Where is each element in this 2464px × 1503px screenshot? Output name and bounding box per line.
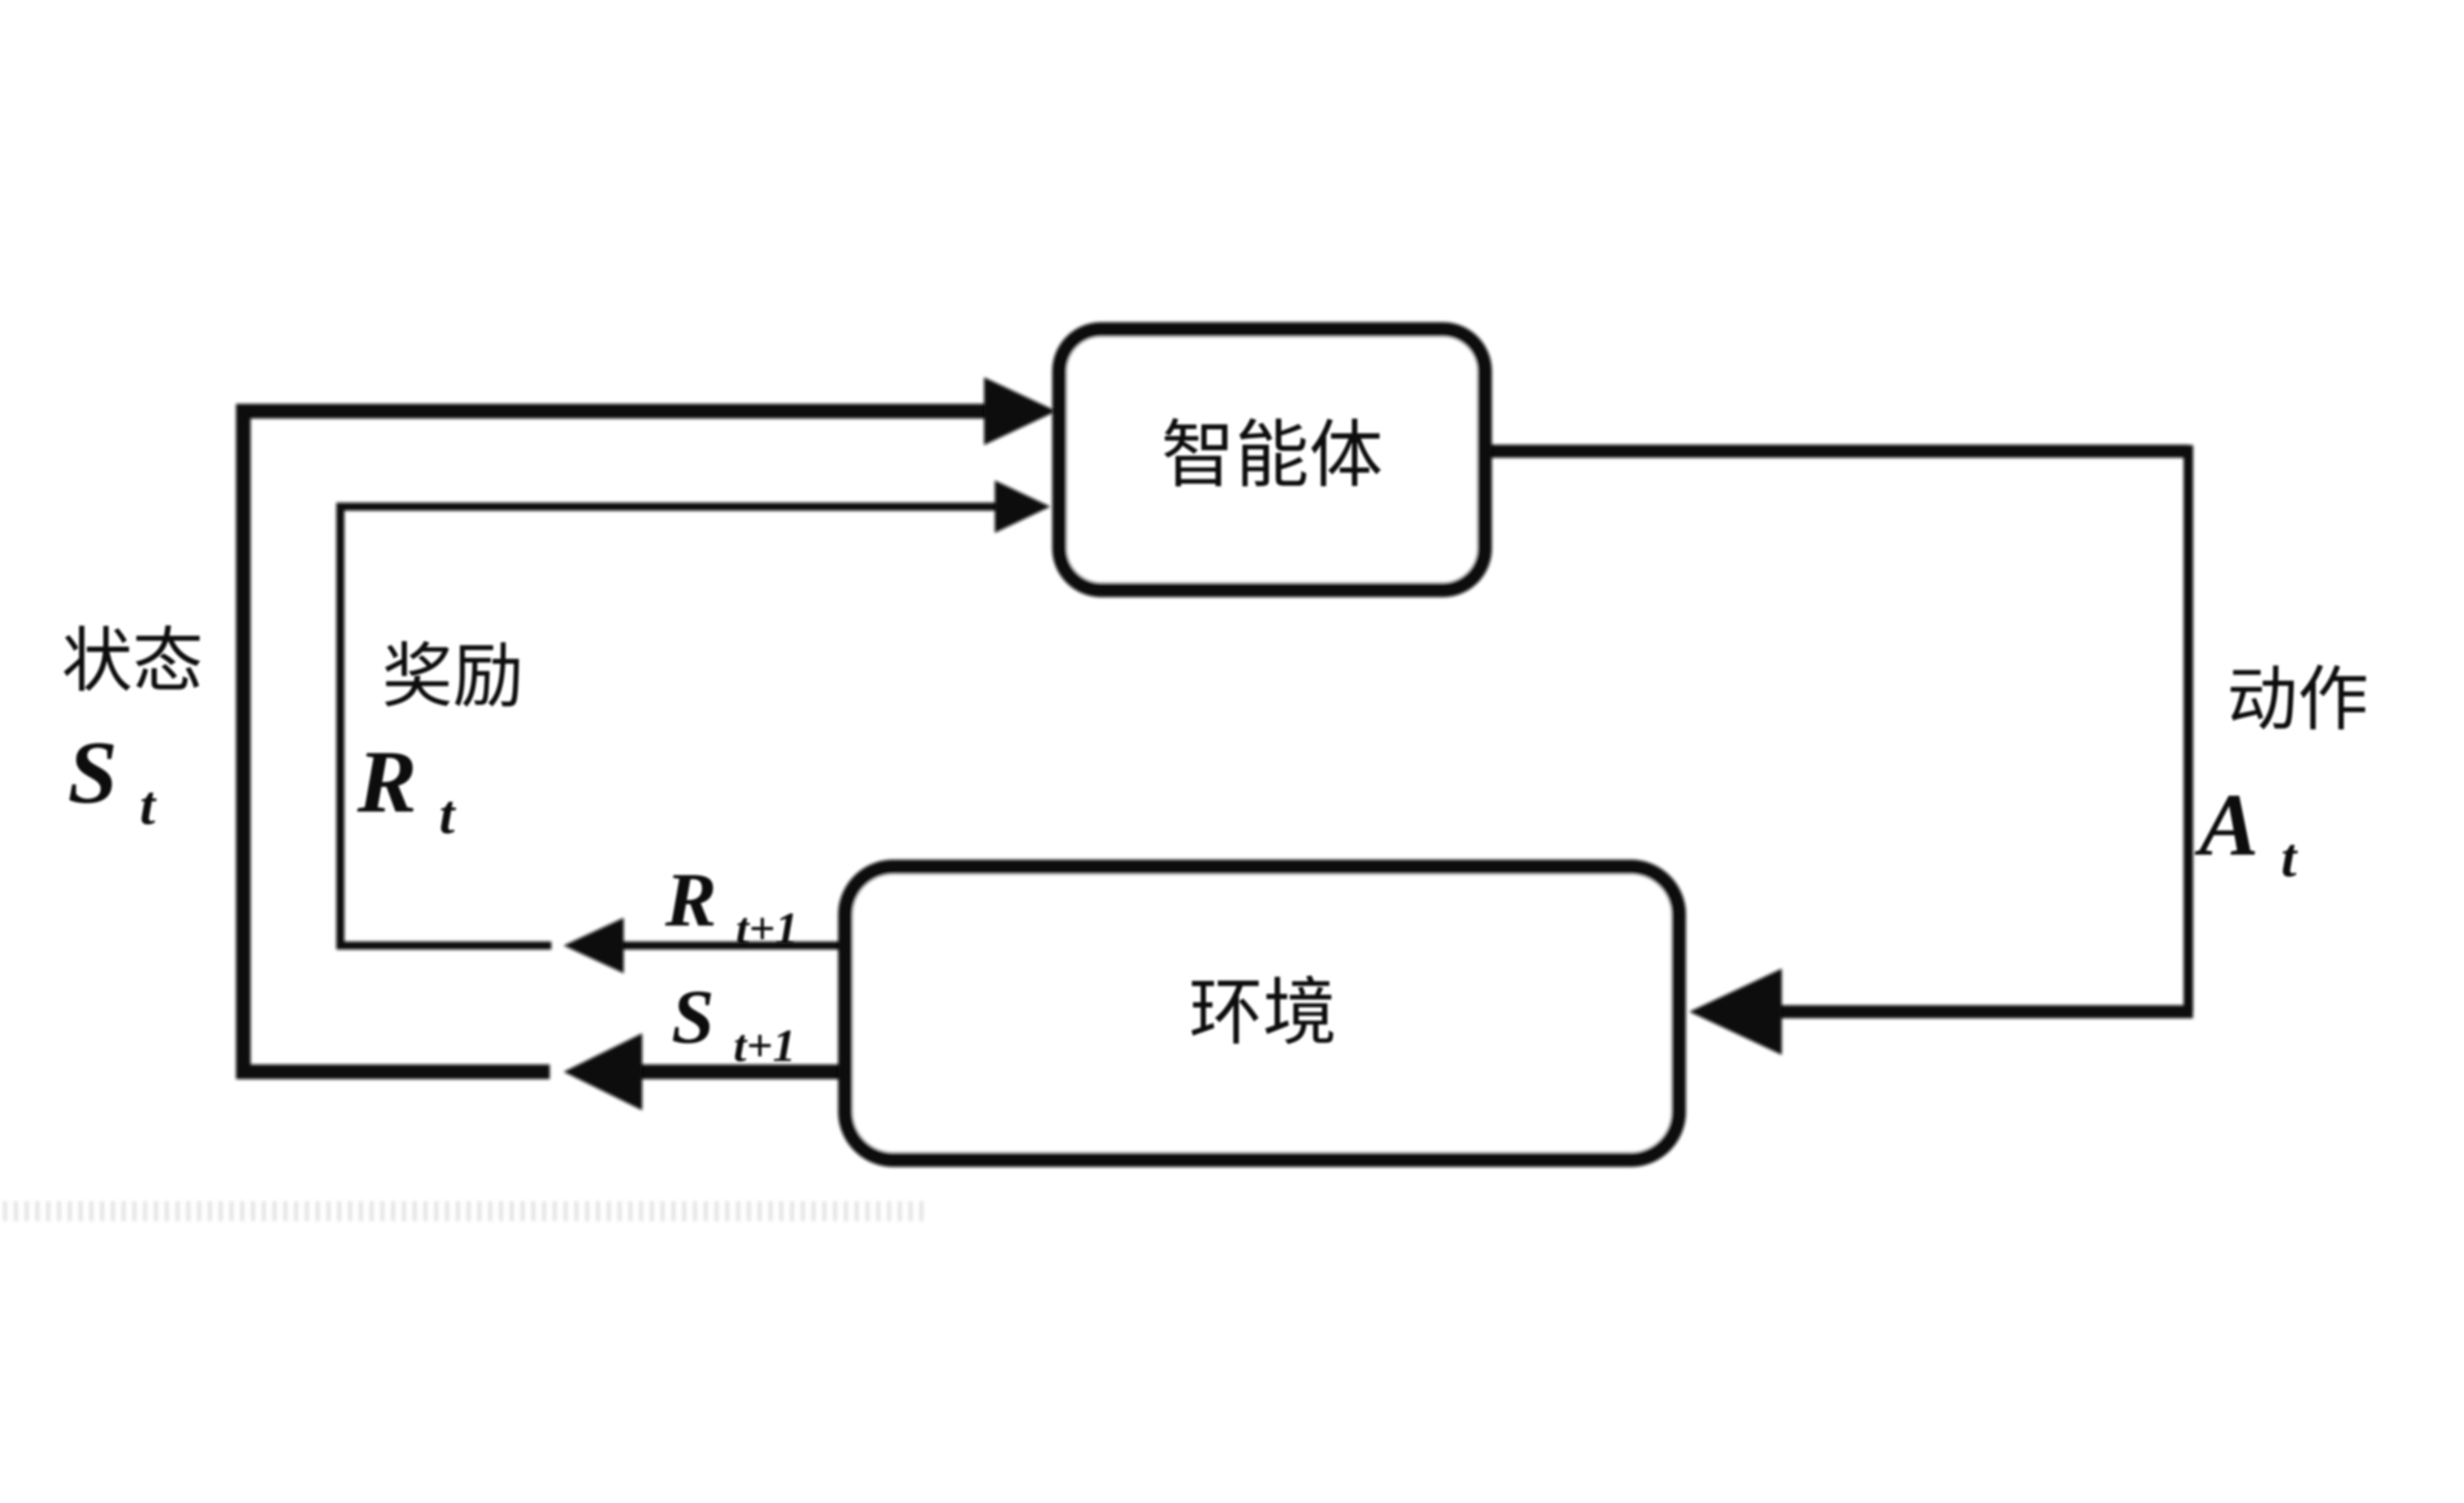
next-state-subscript: t+1 — [733, 1020, 795, 1071]
state-word: 状态 — [62, 623, 204, 701]
agent-box — [1052, 322, 1492, 597]
cropped-caption-remnant — [0, 1201, 924, 1222]
caption-remnant-strip — [0, 1201, 924, 1222]
reward-symbol-letter: R — [357, 732, 417, 831]
action-word: 动作 — [2227, 661, 2369, 740]
environment-box — [838, 859, 1686, 1167]
state-symbol-subscript: t — [140, 775, 157, 836]
next-reward-subscript: t+1 — [736, 903, 798, 955]
next-reward-symbol: R t+1 — [665, 857, 798, 955]
action-symbol-letter: A — [2194, 775, 2259, 874]
state-symbol-letter: S — [68, 723, 118, 822]
next-reward-letter: R — [665, 857, 717, 942]
reward-symbol: R t — [357, 732, 456, 846]
action-symbol-subscript: t — [2281, 827, 2298, 888]
next-state-symbol: S t+1 — [672, 974, 796, 1072]
next-state-letter: S — [672, 974, 715, 1059]
state-symbol: S t — [68, 723, 157, 836]
state-arrowhead — [984, 377, 1057, 445]
next-state-arrowhead — [563, 1033, 643, 1111]
reward-word: 奖励 — [382, 638, 524, 717]
state-loop-line — [236, 404, 995, 1079]
reward-arrowhead — [994, 480, 1051, 533]
action-arrowhead — [1689, 968, 1782, 1055]
agent-label: 智能体 — [1161, 415, 1383, 497]
next-reward-arrowhead — [563, 918, 624, 973]
arrowheads — [563, 377, 1782, 1111]
nodes — [838, 322, 1686, 1167]
reward-symbol-subscript: t — [439, 785, 456, 846]
environment-label: 环境 — [1189, 972, 1336, 1054]
labels: 智能体 环境 状态 S t 奖励 R t 动作 A t R t+1 S — [62, 415, 2368, 1071]
flow-lines — [236, 404, 2193, 1079]
reward-loop-line — [336, 503, 1001, 950]
action-symbol: A t — [2194, 775, 2298, 888]
